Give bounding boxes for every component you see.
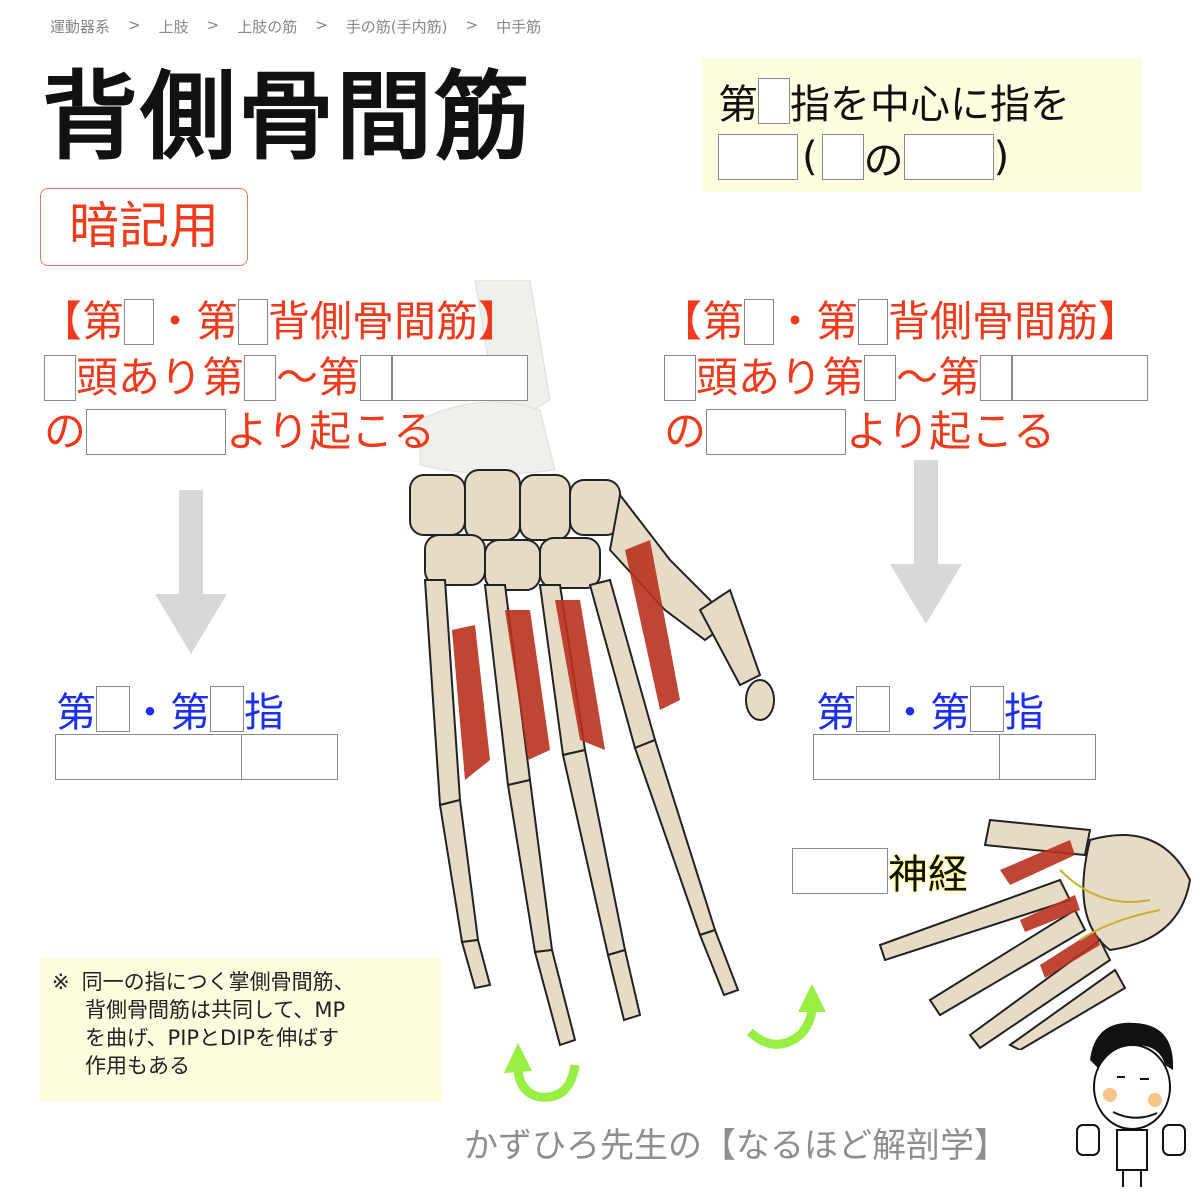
extension-arrow-icon — [746, 984, 826, 1049]
answer-blank[interactable] — [1012, 355, 1149, 401]
answer-blank[interactable] — [210, 686, 244, 732]
answer-blank[interactable] — [244, 355, 277, 401]
note-text: 作用もある — [85, 1054, 190, 1078]
action-text: 第 — [718, 82, 758, 128]
action-text: ) — [993, 134, 1010, 180]
breadcrumb-separator: > — [465, 16, 479, 34]
answer-blank[interactable] — [392, 355, 529, 401]
right-down-arrow-icon — [890, 460, 962, 630]
answer-blank[interactable] — [813, 734, 1000, 780]
hand-nerve-illustration — [878, 818, 1192, 1050]
note-text: 背側骨間筋は共同して、MP — [85, 998, 346, 1022]
memorize-badge: 暗記用 — [40, 188, 248, 266]
nerve-label: 神経 — [792, 842, 968, 900]
answer-blank[interactable] — [856, 686, 890, 732]
answer-blank[interactable] — [718, 134, 798, 180]
action-text: 指を中心に指を — [790, 82, 1070, 128]
note-box: ※ 同一の指につく掌側骨間筋、 背側骨間筋は共同して、MP を曲げ、PIPとDI… — [40, 958, 442, 1102]
answer-blank[interactable] — [758, 78, 790, 124]
page-title: 背側骨間筋 — [42, 61, 532, 173]
answer-blank[interactable] — [664, 355, 696, 401]
flexion-arrow-icon — [504, 1043, 580, 1102]
breadcrumb: 運動器系 > 上肢 > 上肢の筋 > 手の筋(手内筋) > 中手筋 — [50, 16, 541, 37]
answer-blank[interactable] — [706, 409, 847, 455]
action-text: の — [863, 138, 904, 184]
right-insertion-answer — [813, 734, 1096, 780]
answer-blank[interactable] — [360, 355, 393, 401]
answer-blank[interactable] — [821, 134, 864, 180]
answer-blank[interactable] — [858, 299, 889, 345]
breadcrumb-separator: > — [206, 16, 220, 34]
right-insertion-label: 第 ・第 指 — [816, 680, 1044, 738]
breadcrumb-item[interactable]: 上肢 — [158, 18, 189, 36]
answer-blank[interactable] — [124, 299, 155, 345]
right-origin-line: 頭あり第 〜第 — [664, 350, 1149, 406]
answer-blank[interactable] — [980, 355, 1013, 401]
answer-blank[interactable] — [44, 355, 76, 401]
answer-blank[interactable] — [903, 134, 994, 180]
answer-blank[interactable] — [86, 409, 227, 455]
answer-blank[interactable] — [238, 299, 269, 345]
breadcrumb-item[interactable]: 上肢の筋 — [237, 18, 298, 36]
left-origin-line-2: の より起こる — [44, 407, 436, 456]
left-origin-line: 頭あり第 〜第 — [44, 350, 529, 406]
breadcrumb-item[interactable]: 手の筋(手内筋) — [345, 18, 448, 36]
brand-footer: かずひろ先生の【なるほど解剖学】 — [464, 1126, 1008, 1166]
left-down-arrow-icon — [155, 490, 227, 660]
answer-blank[interactable] — [55, 734, 242, 780]
breadcrumb-separator: > — [128, 16, 141, 34]
answer-blank[interactable] — [970, 686, 1004, 732]
hand-bones-illustration — [409, 280, 775, 1047]
left-insertion-answer — [55, 734, 338, 780]
answer-blank[interactable] — [744, 299, 775, 345]
note-text: を曲げ、PIPとDIPを伸ばす — [85, 1026, 340, 1050]
right-muscle-header: 【第 ・第 背側骨間筋】 — [660, 297, 1141, 346]
breadcrumb-item[interactable]: 中手筋 — [496, 18, 542, 36]
answer-blank[interactable] — [864, 355, 897, 401]
left-muscle-header: 【第 ・第 背側骨間筋】 — [40, 297, 521, 346]
answer-blank[interactable] — [999, 734, 1096, 780]
breadcrumb-item[interactable]: 運動器系 — [50, 18, 111, 36]
mascot-avatar — [1076, 1022, 1186, 1187]
answer-blank[interactable] — [241, 734, 338, 780]
reference-mark-icon: ※ — [52, 970, 70, 994]
left-insertion-label: 第 ・第 指 — [56, 680, 284, 738]
answer-blank[interactable] — [96, 686, 130, 732]
note-text: 同一の指につく掌側骨間筋、 — [81, 970, 355, 994]
action-text: ( — [802, 134, 818, 180]
right-origin-line-2: の より起こる — [664, 407, 1056, 456]
action-box: 第 指を中心に指を ( の ) — [702, 58, 1142, 192]
breadcrumb-separator: > — [315, 16, 328, 34]
answer-blank[interactable] — [792, 848, 888, 894]
